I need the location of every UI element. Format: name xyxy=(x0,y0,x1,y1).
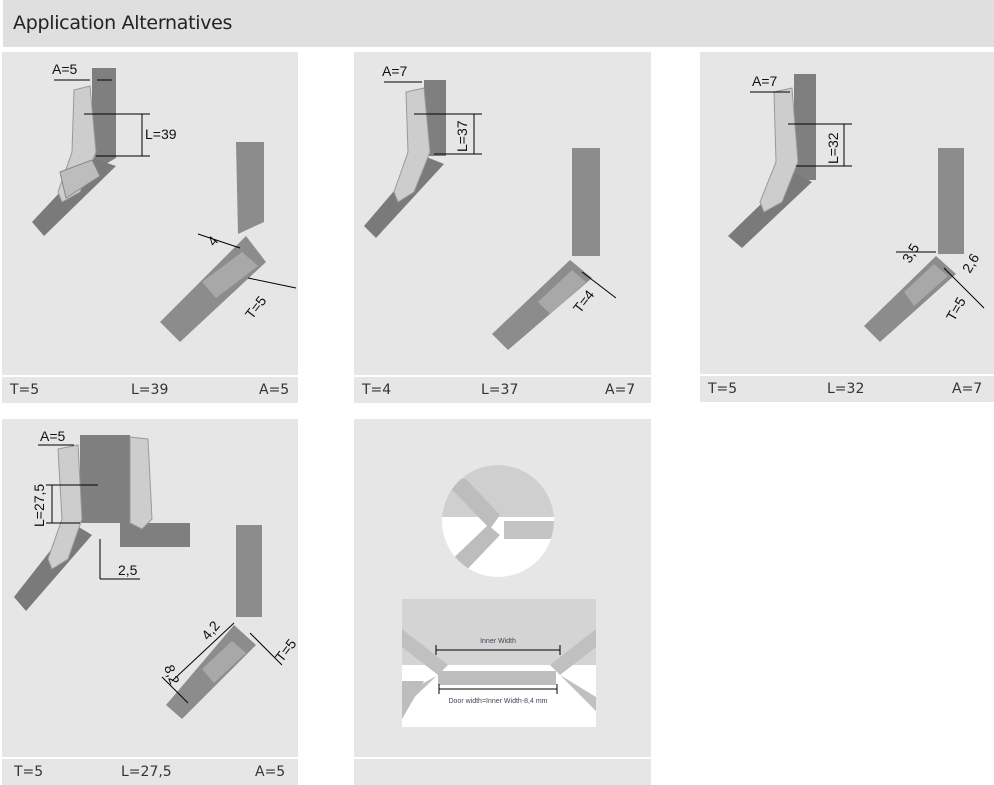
footer-a: A=7 xyxy=(952,381,983,397)
dimension-t-label: T=5 xyxy=(943,294,969,323)
dimension-t-label: T=5 xyxy=(242,293,270,322)
dimension-a-label: A=7 xyxy=(752,73,778,89)
dimension-l-label: L=37 xyxy=(454,120,470,152)
application-panel-1[interactable]: A=5 L=39 4 T=5 T=5 L=39 A=5 xyxy=(2,52,298,403)
footer-a: A=5 xyxy=(259,382,290,398)
footer-a: A=5 xyxy=(255,764,286,780)
dimension-a-label: A=5 xyxy=(52,61,78,77)
footer-t: T=5 xyxy=(10,382,40,398)
hinge-diagram-2: A=7 L=37 T=4 xyxy=(364,63,617,350)
gap-label-1: 4,2 xyxy=(198,618,223,643)
footer-l: L=27,5 xyxy=(121,764,172,780)
dimension-t-label: T=5 xyxy=(272,636,298,665)
panel-footer: T=5 L=32 A=7 xyxy=(700,374,994,402)
footer-t: T=4 xyxy=(362,382,392,398)
hinge-diagram-4: A=5 L=27,5 2,5 4,2 8,2 T=5 xyxy=(14,428,298,719)
dimension-a-label: A=5 xyxy=(40,428,66,444)
application-panel-4[interactable]: A=5 L=27,5 2,5 4,2 8,2 T=5 T=5 L=27,5 A=… xyxy=(2,419,298,785)
section-title: Application Alternatives xyxy=(13,12,233,34)
door-width-formula: Door width=Inner Width-8,4 mm xyxy=(448,698,547,705)
offset-label: 2,5 xyxy=(118,562,138,578)
panel-footer: T=4 L=37 A=7 xyxy=(354,375,651,403)
gap-label-1: 3,5 xyxy=(899,240,923,265)
footer-l: L=37 xyxy=(481,382,519,398)
inner-width-diagram: Inner Width Door width=Inner Width-8,4 m… xyxy=(402,465,596,727)
application-panel-5[interactable]: Inner Width Door width=Inner Width-8,4 m… xyxy=(354,419,651,785)
application-panel-3[interactable]: A=7 L=32 3,5 2,6 T=5 T=5 L=32 A=7 xyxy=(700,52,994,402)
dimension-l-label: L=32 xyxy=(825,132,841,164)
footer-t: T=5 xyxy=(14,764,44,780)
footer-t: T=5 xyxy=(708,381,738,397)
dimension-l-label: L=39 xyxy=(145,126,177,142)
panel-footer: T=5 L=39 A=5 xyxy=(2,375,298,403)
dimension-a-label: A=7 xyxy=(382,63,408,79)
application-panel-2[interactable]: A=7 L=37 T=4 T=4 L=37 A=7 xyxy=(354,52,651,403)
section-header: Application Alternatives xyxy=(3,0,994,47)
inner-width-label: Inner Width xyxy=(480,638,516,645)
gap-label-2: 8,2 xyxy=(161,663,183,687)
gap-label-2: 2,6 xyxy=(959,250,983,275)
footer-l: L=39 xyxy=(131,382,169,398)
hinge-diagram-3: A=7 L=32 3,5 2,6 T=5 xyxy=(728,73,985,342)
hinge-diagram-1: A=5 L=39 4 T=5 xyxy=(32,61,297,342)
panel-footer xyxy=(354,757,651,785)
panel-footer: T=5 L=27,5 A=5 xyxy=(2,757,298,785)
footer-a: A=7 xyxy=(605,382,636,398)
footer-l: L=32 xyxy=(827,381,865,397)
dimension-l-label: L=27,5 xyxy=(31,484,47,527)
